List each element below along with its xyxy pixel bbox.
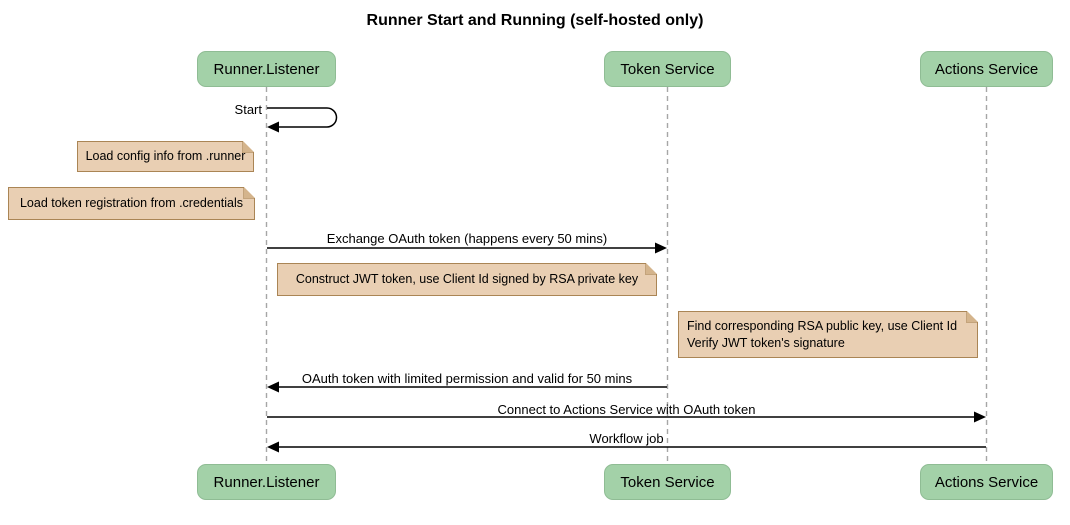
diagram-title: Runner Start and Running (self-hosted on…: [366, 12, 704, 29]
note-text: Load token registration from .credential…: [19, 196, 244, 210]
note-load-config-info: Load config info from .runner: [77, 141, 254, 172]
participant-label: Token Service: [620, 60, 715, 78]
note-construct-jwt-token: Construct JWT token, use Client Id signe…: [277, 263, 657, 296]
participant-label: Token Service: [620, 473, 715, 491]
participant-bottom-actions-service: Actions Service: [920, 464, 1053, 500]
participant-label: Actions Service: [934, 473, 1039, 491]
message-label-oauth-token-return: OAuth token with limited permission and …: [301, 371, 633, 386]
participant-top-actions-service: Actions Service: [920, 51, 1053, 87]
arrowhead-oauth-token-return: [267, 381, 279, 393]
arrowhead-exchange-oauth-token: [655, 242, 667, 254]
message-label-exchange-oauth-token: Exchange OAuth token (happens every 50 m…: [326, 231, 608, 246]
message-label-workflow-job: Workflow job: [589, 431, 664, 446]
participant-top-runner-listener: Runner.Listener: [197, 51, 336, 87]
participant-label: Actions Service: [934, 60, 1039, 78]
note-text: Find corresponding RSA public key, use C…: [687, 318, 958, 333]
note-text: Load config info from .runner: [85, 149, 246, 163]
participant-label: Runner.Listener: [213, 60, 320, 78]
participant-label: Runner.Listener: [213, 473, 320, 491]
message-label-start: Start: [234, 102, 262, 117]
note-text: Verify JWT token's signature: [687, 335, 845, 350]
note-verify-jwt-token: Find corresponding RSA public key, use C…: [678, 311, 978, 358]
note-text: Construct JWT token, use Client Id signe…: [295, 272, 639, 286]
arrowhead-workflow-job: [267, 441, 279, 453]
message-label-connect-actions-service: Connect to Actions Service with OAuth to…: [497, 402, 756, 417]
note-load-token-registration: Load token registration from .credential…: [8, 187, 255, 220]
participant-bottom-token-service: Token Service: [604, 464, 731, 500]
message-arrow-start-self-loop: [267, 107, 338, 128]
participant-bottom-runner-listener: Runner.Listener: [197, 464, 336, 500]
participant-top-token-service: Token Service: [604, 51, 731, 87]
arrowhead-start: [267, 121, 279, 133]
arrowhead-connect-actions-service: [974, 411, 986, 423]
